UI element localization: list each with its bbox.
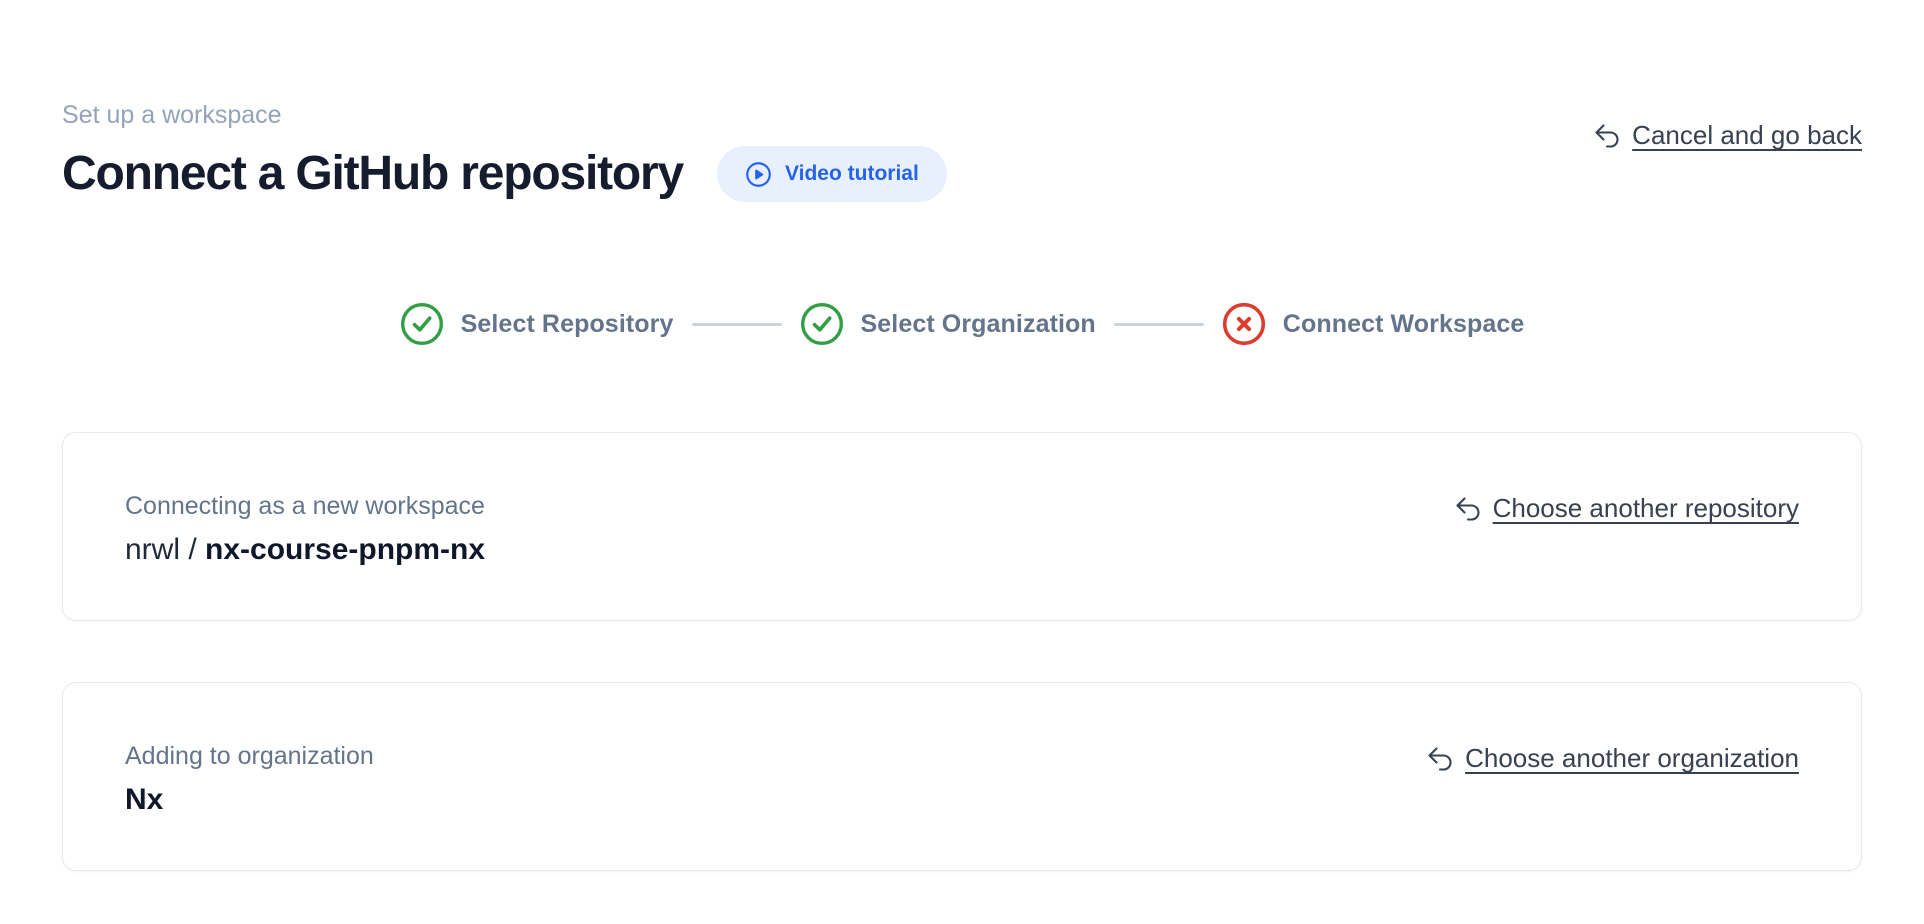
check-circle-icon bbox=[800, 302, 844, 346]
repository-name: nx-course-pnpm-nx bbox=[205, 533, 486, 566]
repository-card-label: Connecting as a new workspace bbox=[125, 492, 485, 520]
video-tutorial-button[interactable]: Video tutorial bbox=[717, 146, 947, 202]
stepper: Select Repository Select Organization Co… bbox=[62, 302, 1862, 346]
repository-owner: nrwl / bbox=[125, 533, 206, 566]
x-circle-icon bbox=[1222, 302, 1266, 346]
choose-another-organization-label: Choose another organization bbox=[1465, 743, 1799, 773]
step-label-select-repository: Select Repository bbox=[460, 309, 674, 338]
page-title: Connect a GitHub repository bbox=[62, 147, 684, 200]
step-label-select-organization: Select Organization bbox=[860, 309, 1096, 338]
check-circle-icon bbox=[400, 302, 444, 346]
repository-full-name: nrwl / nx-course-pnpm-nx bbox=[125, 531, 485, 569]
video-tutorial-label: Video tutorial bbox=[785, 162, 919, 185]
organization-card: Adding to organization Nx Choose another… bbox=[62, 682, 1862, 871]
organization-card-label: Adding to organization bbox=[125, 742, 374, 770]
organization-name: Nx bbox=[125, 783, 164, 816]
cancel-link-label: Cancel and go back bbox=[1632, 120, 1862, 150]
step-select-repository: Select Repository bbox=[400, 302, 674, 346]
step-connector bbox=[691, 322, 782, 326]
cancel-and-go-back-link[interactable]: Cancel and go back bbox=[1593, 120, 1862, 151]
undo-arrow-icon bbox=[1426, 745, 1454, 773]
undo-arrow-icon bbox=[1454, 495, 1482, 523]
undo-arrow-icon bbox=[1593, 122, 1621, 150]
eyebrow-text: Set up a workspace bbox=[62, 101, 282, 129]
step-label-connect-workspace: Connect Workspace bbox=[1282, 309, 1525, 338]
repository-card-info: Connecting as a new workspace nrwl / nx-… bbox=[125, 491, 485, 569]
header-left: Set up a workspace Connect a GitHub repo… bbox=[62, 100, 947, 202]
page-header: Set up a workspace Connect a GitHub repo… bbox=[62, 100, 1862, 202]
repository-card: Connecting as a new workspace nrwl / nx-… bbox=[62, 432, 1862, 621]
choose-another-organization-link[interactable]: Choose another organization bbox=[1426, 743, 1799, 774]
step-connect-workspace: Connect Workspace bbox=[1222, 302, 1525, 346]
play-circle-icon bbox=[745, 161, 772, 188]
organization-card-info: Adding to organization Nx bbox=[125, 741, 374, 819]
choose-another-repository-label: Choose another repository bbox=[1492, 493, 1799, 523]
step-connector bbox=[1113, 322, 1204, 326]
title-row: Connect a GitHub repository Video tutori… bbox=[62, 146, 947, 202]
connect-github-page: Set up a workspace Connect a GitHub repo… bbox=[62, 100, 1862, 871]
choose-another-repository-link[interactable]: Choose another repository bbox=[1454, 493, 1799, 524]
step-select-organization: Select Organization bbox=[800, 302, 1096, 346]
